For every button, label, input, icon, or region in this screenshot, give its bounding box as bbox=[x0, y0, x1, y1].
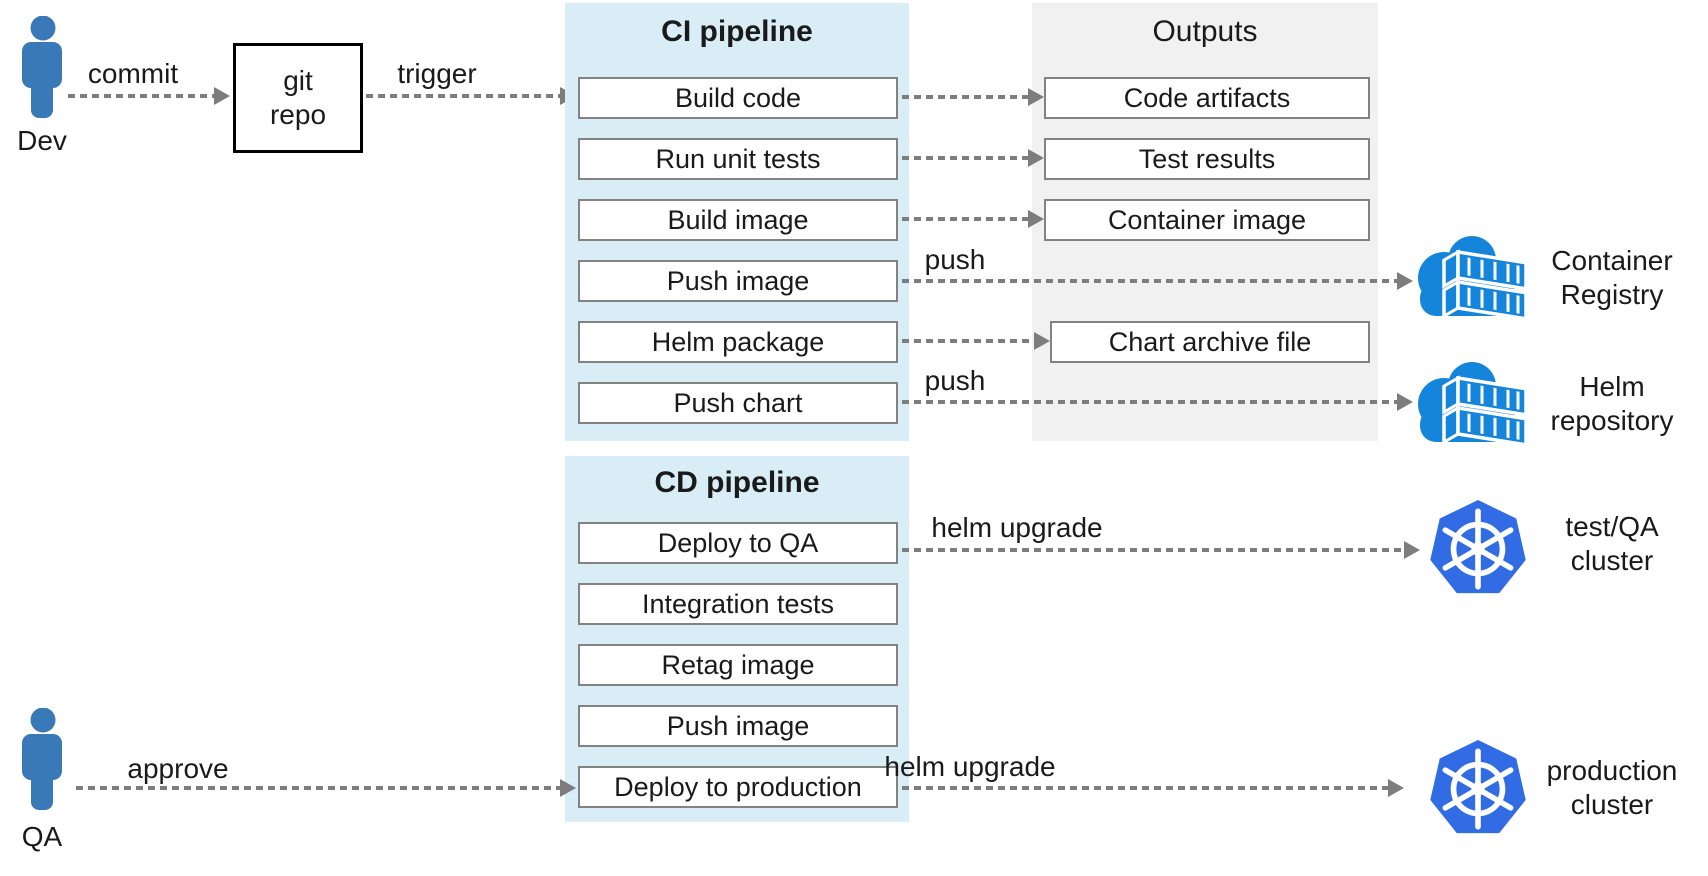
outputs-title: Outputs bbox=[1152, 15, 1258, 48]
arrow-helm-package-to-chart-head-icon bbox=[1034, 332, 1050, 350]
dev-person-icon bbox=[22, 16, 62, 118]
production-cluster-label-line2: cluster bbox=[1570, 789, 1654, 820]
cd-step-integration-tests: Integration tests bbox=[578, 583, 898, 625]
arrow-deploy-qa-head-icon bbox=[1404, 541, 1420, 559]
helm-upgrade-qa-label: helm upgrade bbox=[931, 512, 1103, 543]
output-box-container-image: Container image bbox=[1044, 199, 1370, 241]
cd-pipeline-title: CD pipeline bbox=[654, 466, 820, 499]
arrow-push-chart-to-helm-line bbox=[902, 400, 1397, 404]
container-registry-label: Container Registry bbox=[1532, 244, 1692, 312]
arrow-deploy-production-line bbox=[902, 786, 1388, 790]
ci-step-run-unit-tests: Run unit tests bbox=[578, 138, 898, 180]
arrow-build-image-to-image-head-icon bbox=[1028, 210, 1044, 228]
ci-step-build-image: Build image bbox=[578, 199, 898, 241]
cd-pipeline-panel bbox=[565, 456, 909, 822]
qa-cluster-label-line2: cluster bbox=[1570, 545, 1654, 576]
qa-person-icon bbox=[22, 708, 62, 810]
arrow-build-code-to-artifacts-head-icon bbox=[1028, 88, 1044, 106]
helm-repository-label-line1: Helm bbox=[1579, 371, 1645, 402]
git-repo-box: git repo bbox=[233, 43, 363, 153]
helm-repository-label-line2: repository bbox=[1550, 405, 1674, 436]
ci-step-push-image: Push image bbox=[578, 260, 898, 302]
push-image-label: push bbox=[924, 244, 986, 275]
ci-step-push-chart: Push chart bbox=[578, 382, 898, 424]
qa-cluster-label-line1: test/QA bbox=[1565, 511, 1659, 542]
ci-step-build-code: Build code bbox=[578, 77, 898, 119]
arrow-push-image-to-registry-line bbox=[902, 279, 1397, 283]
qa-label: QA bbox=[21, 821, 63, 852]
approve-arrowhead-icon bbox=[560, 779, 576, 797]
commit-arrow-line bbox=[68, 94, 214, 98]
qa-cluster-icon bbox=[1427, 498, 1529, 600]
dev-label: Dev bbox=[17, 125, 67, 156]
production-cluster-icon bbox=[1427, 738, 1529, 840]
arrow-helm-package-to-chart-line bbox=[902, 339, 1034, 343]
ci-pipeline-title: CI pipeline bbox=[661, 15, 813, 48]
production-cluster-label-line1: production bbox=[1546, 755, 1678, 786]
helm-repository-label: Helm repository bbox=[1532, 370, 1692, 438]
cd-step-push-image: Push image bbox=[578, 705, 898, 747]
ci-step-helm-package: Helm package bbox=[578, 321, 898, 363]
container-registry-label-line2: Registry bbox=[1560, 279, 1664, 310]
approve-arrow-line bbox=[76, 786, 560, 790]
arrow-deploy-qa-line bbox=[902, 548, 1404, 552]
arrow-build-code-to-artifacts-line bbox=[902, 95, 1028, 99]
qa-cluster-label: test/QA cluster bbox=[1532, 510, 1692, 578]
output-box-code-artifacts: Code artifacts bbox=[1044, 77, 1370, 119]
arrow-build-image-to-image-line bbox=[902, 217, 1028, 221]
approve-arrow-label: approve bbox=[127, 753, 229, 784]
commit-arrow-label: commit bbox=[87, 58, 179, 89]
cd-step-retag-image: Retag image bbox=[578, 644, 898, 686]
helm-repository-icon bbox=[1408, 348, 1536, 456]
helm-upgrade-prod-label: helm upgrade bbox=[884, 751, 1056, 782]
arrow-deploy-production-head-icon bbox=[1388, 779, 1404, 797]
output-box-chart-archive-file: Chart archive file bbox=[1050, 321, 1370, 363]
commit-arrowhead-icon bbox=[214, 87, 230, 105]
git-repo-line2: repo bbox=[269, 99, 327, 130]
trigger-arrow-label: trigger bbox=[397, 58, 477, 89]
container-registry-label-line1: Container bbox=[1551, 245, 1673, 276]
production-cluster-label: production cluster bbox=[1532, 754, 1692, 822]
push-chart-label: push bbox=[924, 365, 986, 396]
arrow-tests-to-results-head-icon bbox=[1028, 149, 1044, 167]
container-registry-icon bbox=[1408, 222, 1536, 330]
arrow-push-image-to-registry-head-icon bbox=[1397, 272, 1413, 290]
trigger-arrow-line bbox=[366, 94, 560, 98]
output-box-test-results: Test results bbox=[1044, 138, 1370, 180]
cd-step-deploy-production: Deploy to production bbox=[578, 766, 898, 808]
git-repo-line1: git bbox=[283, 65, 313, 96]
cd-step-deploy-qa: Deploy to QA bbox=[578, 522, 898, 564]
arrow-tests-to-results-line bbox=[902, 156, 1028, 160]
arrow-push-chart-to-helm-head-icon bbox=[1397, 393, 1413, 411]
